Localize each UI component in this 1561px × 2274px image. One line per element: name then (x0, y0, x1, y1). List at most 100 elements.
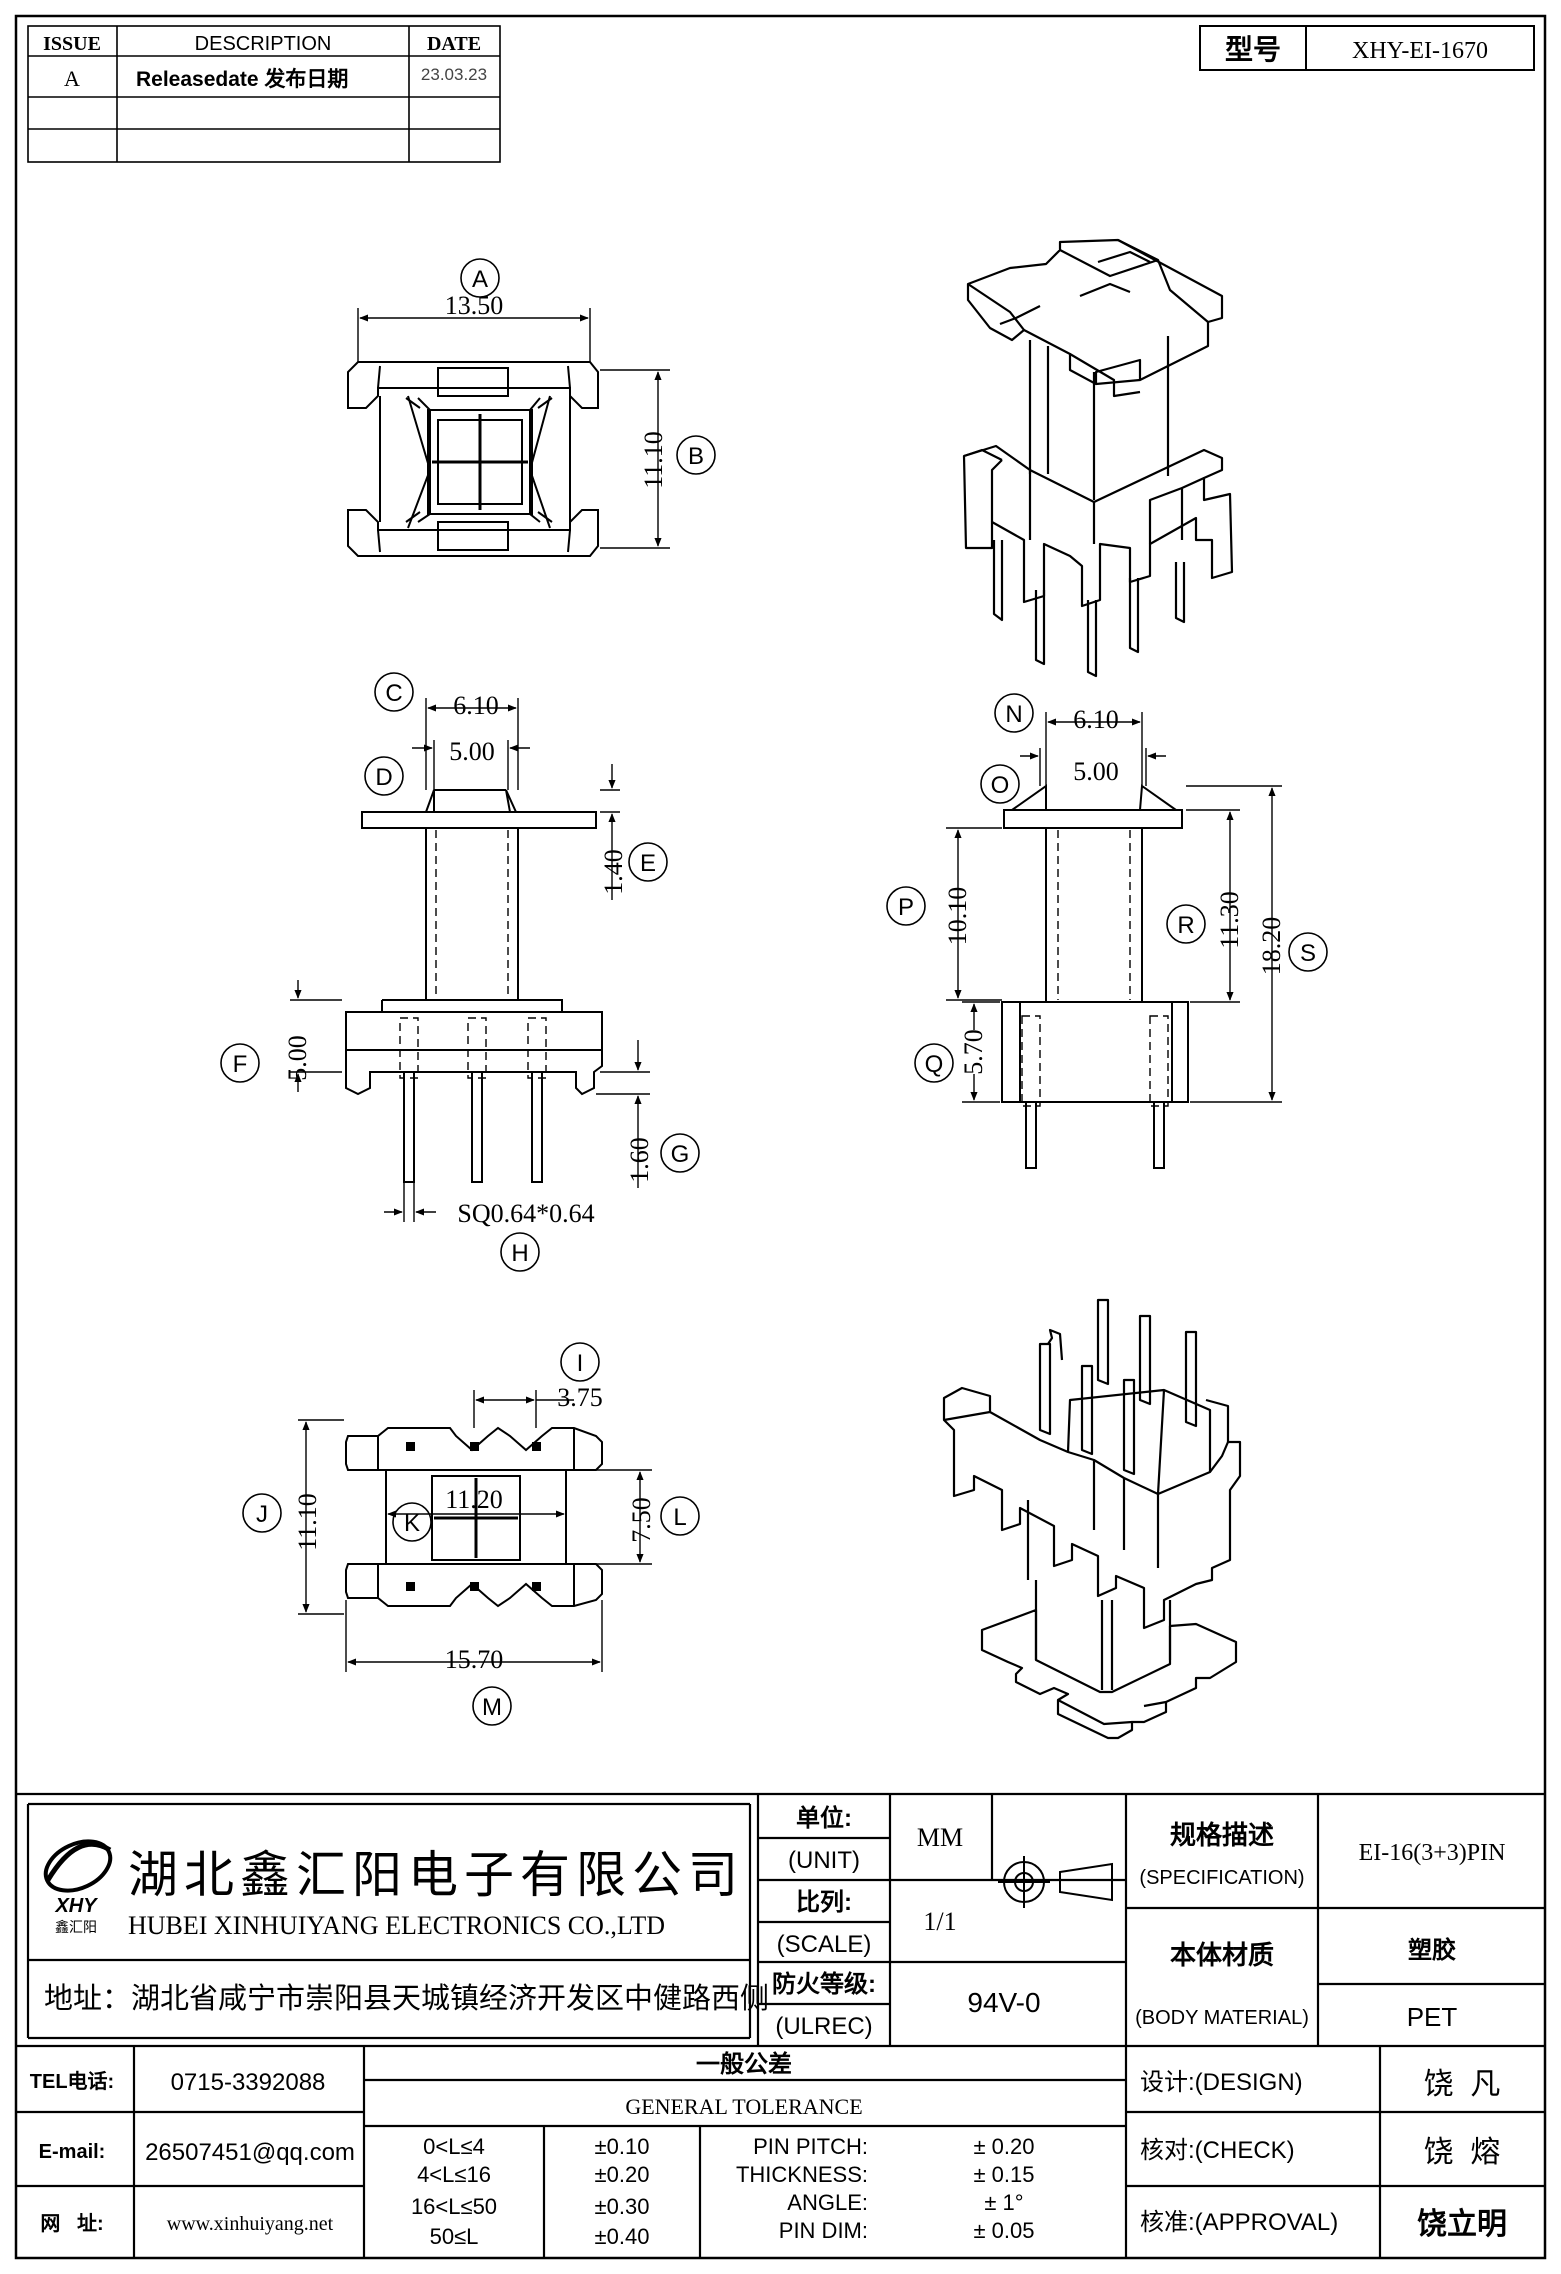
tolerance-range: 16<L≤50 (411, 2194, 497, 2219)
company-address: 地址：湖北省咸宁市崇阳县天城镇经济开发区中健路西侧 (44, 1982, 769, 2015)
iso-view-upper (962, 238, 1234, 678)
model-value: XHY-EI-1670 (1352, 38, 1488, 64)
dim-J-value: 11.10 (293, 1493, 322, 1551)
tolerance-title-cn: 一般公差 (696, 2050, 792, 2078)
sheet-border (14, 14, 1547, 2260)
tolerance-param: PIN DIM: (779, 2218, 868, 2243)
email-label: E-mail: (39, 2141, 106, 2163)
scale-value: 1/1 (923, 1907, 956, 1936)
company-logo: XHY 鑫汇阳 (43, 1839, 113, 1935)
model-label: 型号 (1225, 34, 1281, 65)
design-label: 设计:(DESIGN) (1140, 2069, 1303, 2096)
side-view (1001, 784, 1189, 1169)
dim-B-balloon (676, 435, 716, 475)
iso-view-lower (942, 1298, 1242, 1740)
dim-N-label: N (1005, 701, 1022, 728)
dim-O-label: O (991, 772, 1010, 799)
dim-K-balloon (392, 1502, 432, 1542)
tel-value: 0715-3392088 (171, 2069, 326, 2096)
material-value-cn: 塑胶 (1408, 1936, 1456, 1964)
tolerance-title-en: GENERAL TOLERANCE (625, 2094, 862, 2119)
tolerance-range: 50≤L (430, 2224, 479, 2249)
dim-Q-balloon (914, 1043, 954, 1083)
top-view (347, 361, 599, 557)
dim-S-value: 18.20 (1257, 917, 1286, 976)
revision-table (27, 25, 501, 163)
scale-label-cn: 比列: (796, 1889, 852, 1916)
dim-Q-label: Q (925, 1051, 944, 1078)
dim-K-label: K (404, 1510, 420, 1537)
check-label: 核对:(CHECK) (1140, 2137, 1295, 2164)
dim-G-value: 1.60 (625, 1137, 654, 1183)
revision-col-issue: ISSUE (43, 33, 101, 55)
company-name-en: HUBEI XINHUIYANG ELECTRONICS CO.,LTD (128, 1911, 665, 1940)
tolerance-range: 0<L≤4 (423, 2134, 485, 2159)
title-block-grid (16, 1792, 1545, 2258)
spec-value: EI-16(3+3)PIN (1359, 1840, 1506, 1866)
bottom-view (345, 1426, 603, 1608)
model-box (1199, 25, 1535, 71)
dim-A-balloon (460, 258, 500, 298)
dim-M-balloon (472, 1686, 512, 1726)
revision-col-date: DATE (427, 33, 481, 55)
dim-S-label: S (1300, 940, 1316, 967)
tolerance-param: PIN PITCH: (753, 2134, 868, 2159)
dim-L-label: L (673, 1504, 686, 1531)
dim-P-label: P (898, 894, 914, 921)
tolerance-param-value: ± 0.15 (973, 2162, 1034, 2187)
dim-E-balloon (628, 842, 668, 882)
dim-E-value: 1.40 (599, 849, 628, 895)
dim-C-label: C (385, 680, 402, 707)
dim-F-value: 5.00 (283, 1035, 312, 1081)
material-value: PET (1407, 2002, 1458, 2032)
tolerance-range: 4<L≤16 (417, 2162, 491, 2187)
dim-C-balloon (374, 672, 414, 712)
dim-R-balloon (1166, 904, 1206, 944)
dim-R-label: R (1177, 912, 1194, 939)
bottom-view-pins (406, 1442, 541, 1591)
dim-G-balloon (660, 1133, 700, 1173)
material-label-cn: 本体材质 (1170, 1940, 1274, 1970)
dim-P-value: 10.10 (943, 887, 972, 946)
tolerance-param: ANGLE: (787, 2190, 868, 2215)
revision-row-issue: A (64, 66, 80, 91)
approval-value: 饶立明 (1417, 2207, 1507, 2241)
side-view-hidden (1021, 830, 1169, 1107)
material-label-en: (BODY MATERIAL) (1135, 2007, 1309, 2029)
dim-I-label: I (577, 1350, 584, 1377)
dim-L-balloon (660, 1496, 700, 1536)
tolerance-value: ±0.10 (595, 2134, 650, 2159)
dim-I-value: 3.75 (557, 1383, 603, 1412)
scale-label-en: (SCALE) (777, 1931, 872, 1958)
dim-M-label: M (482, 1694, 502, 1721)
web-value: www.xinhuiyang.net (167, 2213, 334, 2235)
dim-Q-value: 5.70 (959, 1029, 988, 1075)
revision-row-description: Releasedate 发布日期 (136, 67, 348, 91)
tolerance-param-value: ± 0.05 (973, 2218, 1034, 2243)
dim-O-value: 5.00 (1073, 757, 1119, 786)
dim-F-label: F (233, 1051, 248, 1078)
email-value: 26507451@qq.com (145, 2139, 355, 2166)
dim-O-balloon (980, 764, 1020, 804)
dim-J-label: J (256, 1501, 268, 1528)
dim-F-balloon (220, 1043, 260, 1083)
unit-value: MM (917, 1823, 963, 1852)
unit-label-cn: 单位: (796, 1804, 852, 1832)
design-value: 饶 凡 (1424, 2068, 1501, 2101)
dim-J-balloon (242, 1493, 282, 1533)
logo-sub: 鑫汇阳 (55, 1919, 97, 1935)
dim-B-value: 11.10 (639, 431, 668, 489)
bottom-view-cross (434, 1478, 518, 1558)
dim-S-balloon (1288, 932, 1328, 972)
tolerance-value: ±0.30 (595, 2194, 650, 2219)
ulrec-label-cn: 防火等级: (772, 1970, 876, 1998)
revision-row-date: 23.03.23 (421, 65, 487, 84)
revision-col-description: DESCRIPTION (195, 33, 332, 55)
tolerance-param-value: ± 0.20 (973, 2134, 1034, 2159)
dim-D-balloon (364, 756, 404, 796)
web-label: 网 址: (40, 2212, 103, 2235)
dim-D-label: D (375, 764, 392, 791)
logo-text: XHY (54, 1895, 98, 1917)
check-value: 饶 熔 (1424, 2136, 1501, 2169)
